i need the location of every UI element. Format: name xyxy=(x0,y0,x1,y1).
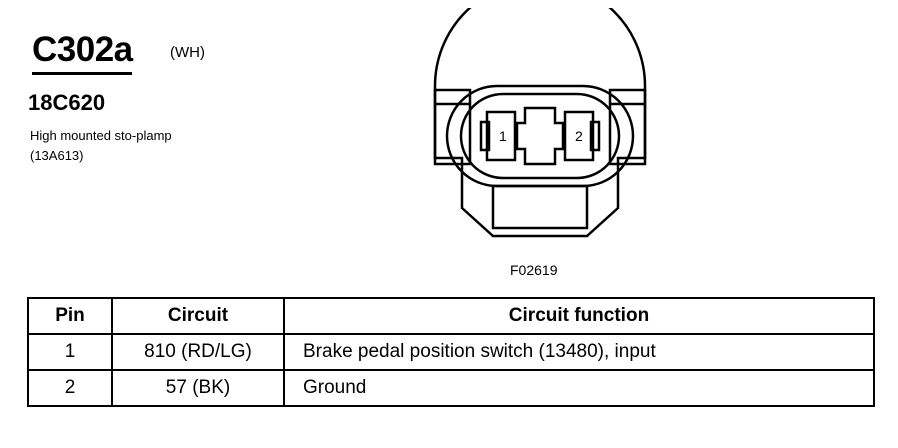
right-latch xyxy=(608,88,647,166)
pinout-table: Pin Circuit Circuit function 1 810 (RD/L… xyxy=(27,297,875,407)
connector-face-diagram: 1 2 xyxy=(433,8,647,238)
connector-id: C302a xyxy=(32,30,133,69)
pin-label-2: 2 xyxy=(575,128,583,144)
circuit-cell: 810 (RD/LG) xyxy=(111,333,285,371)
column-header-circuit: Circuit xyxy=(111,297,285,335)
center-keyway xyxy=(515,106,565,166)
connector-id-underline xyxy=(32,72,132,75)
pin-cell: 2 xyxy=(27,369,113,407)
part-number: 18C620 xyxy=(28,90,106,115)
lower-well xyxy=(491,184,589,230)
figure-id: F02619 xyxy=(510,262,558,278)
circuit-function-cell: Ground xyxy=(283,369,875,407)
circuit-cell: 57 (BK) xyxy=(111,369,285,407)
column-header-circuit-function: Circuit function xyxy=(283,297,875,335)
column-header-pin: Pin xyxy=(27,297,113,335)
connector-housing-outline xyxy=(433,8,647,238)
terminal-1 xyxy=(485,110,517,162)
terminal-cavity xyxy=(445,84,635,188)
table-row: 2 57 (BK) Ground xyxy=(27,369,875,407)
circuit-function-cell: Brake pedal position switch (13480), inp… xyxy=(283,333,875,371)
table-row: 1 810 (RD/LG) Brake pedal position switc… xyxy=(27,333,875,371)
terminal-2 xyxy=(563,110,595,162)
table-header-row: Pin Circuit Circuit function xyxy=(27,297,875,335)
pin-label-1: 1 xyxy=(499,128,507,144)
component-description: High mounted sto-plamp (13A613) xyxy=(30,128,172,163)
pin-cell: 1 xyxy=(27,333,113,371)
connector-color-code: (WH) xyxy=(170,44,205,61)
left-latch xyxy=(433,88,472,166)
